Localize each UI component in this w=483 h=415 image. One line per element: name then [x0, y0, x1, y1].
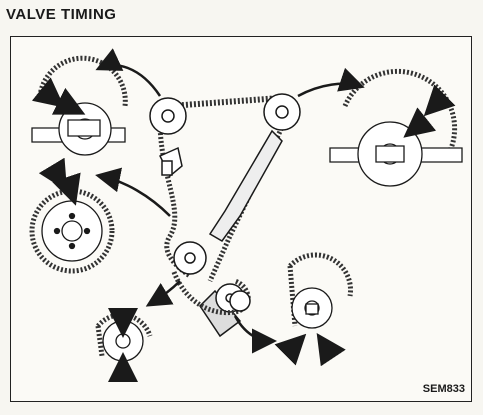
valve-timing-diagram: [29, 48, 463, 382]
right-camshaft-sprocket-detail: [329, 68, 463, 187]
left-camshaft-sprocket-detail: [31, 55, 128, 156]
timing-chain-assembly: [149, 93, 301, 338]
leader-arrows: [95, 48, 365, 354]
figure-code: SEM833: [422, 383, 465, 395]
page-title: VALVE TIMING: [6, 6, 117, 23]
leader-arrow-top-right: [297, 67, 365, 98]
leader-arrow-mid-left: [95, 167, 171, 217]
leader-arrow-bottom-left: [145, 280, 181, 307]
leader-arrow-bottom-right: [233, 315, 277, 354]
leader-arrow-top-left: [95, 48, 162, 97]
crankshaft-sprocket-detail-left: [95, 308, 153, 382]
idler-sprocket-detail: [29, 157, 115, 274]
crankshaft-sprocket-detail-right: [274, 252, 354, 367]
